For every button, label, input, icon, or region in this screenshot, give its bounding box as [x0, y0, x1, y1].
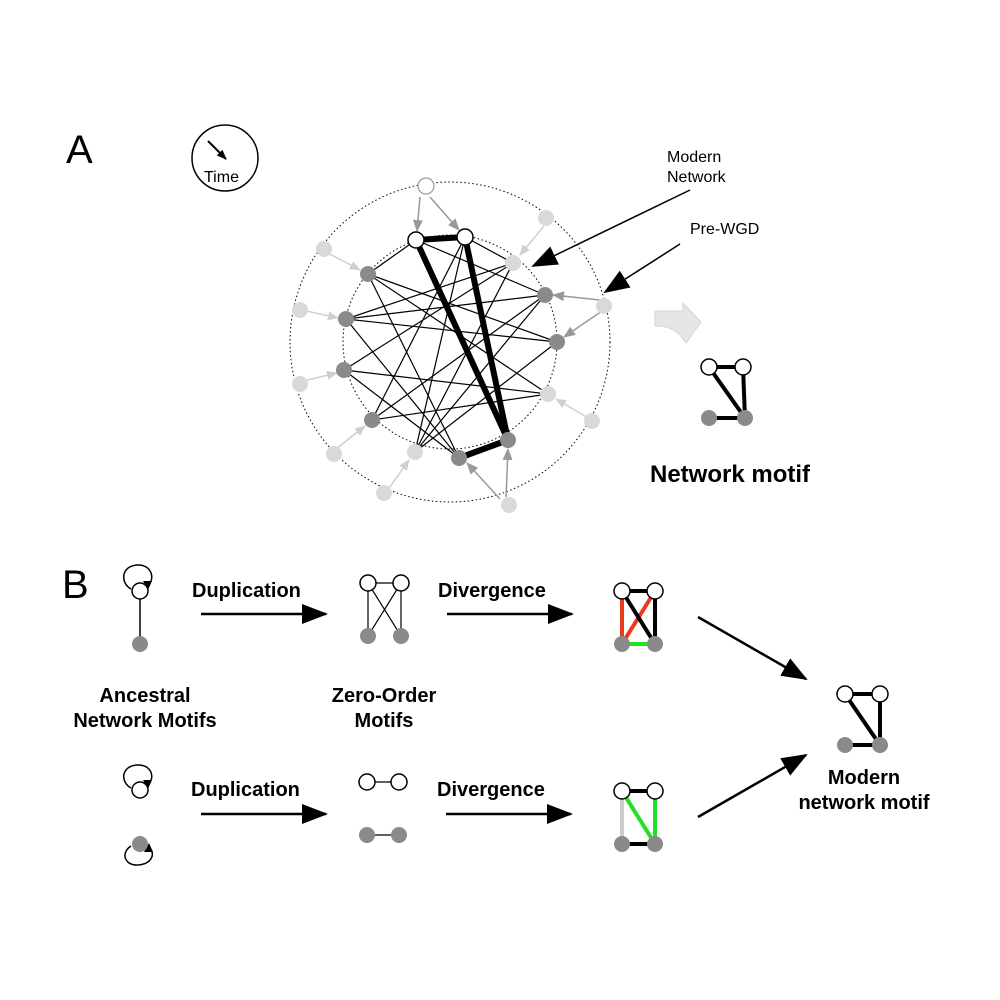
panel-b-label: B — [62, 563, 89, 607]
outer-node — [326, 446, 342, 462]
time-clock-icon: Time — [191, 124, 259, 192]
panel-b: B Duplication Divergence — [62, 563, 930, 866]
inner-node — [540, 386, 556, 402]
converge-arrow-bottom — [697, 753, 808, 819]
time-label: Time — [204, 169, 239, 186]
zero-order-motif-bottom — [358, 773, 408, 843]
motif-white-node — [407, 231, 425, 249]
diverged-motif-top — [613, 582, 664, 652]
zero-order-motif-top — [359, 574, 410, 644]
ancestral-label-line2: Network Motifs — [73, 710, 216, 732]
outer-node — [596, 298, 612, 314]
inner-nodes — [336, 228, 565, 466]
modern-network-label-line2: Network — [667, 169, 727, 186]
ancestral-motif-bottom — [123, 764, 154, 866]
duplication-label-bottom: Duplication — [191, 779, 300, 801]
curved-arrow-icon — [654, 301, 702, 344]
inner-node — [407, 444, 423, 460]
inner-node — [537, 287, 553, 303]
inner-node — [505, 255, 521, 271]
network-motif-graphic — [700, 358, 753, 426]
inner-node — [549, 334, 565, 350]
ancestral-label-line1: Ancestral — [99, 685, 190, 707]
modern-motif-label-line2: network motif — [798, 792, 929, 814]
outer-node — [376, 485, 392, 501]
panel-a: A Time — [66, 124, 811, 513]
divergence-label-bottom: Divergence — [437, 779, 545, 801]
duplication-arrows — [412, 196, 603, 500]
diverged-motif-bottom — [613, 782, 664, 852]
outer-ring — [289, 181, 611, 503]
inner-node — [336, 362, 352, 378]
outer-white-node — [417, 177, 435, 195]
pre-wgd-pointer — [603, 243, 681, 294]
outer-node — [292, 376, 308, 392]
motif-edges — [413, 234, 511, 461]
converge-arrow-top — [697, 615, 808, 681]
outer-node — [316, 241, 332, 257]
duplication-label-top: Duplication — [192, 580, 301, 602]
outer-node — [538, 210, 554, 226]
inner-node — [500, 432, 516, 448]
zero-order-label-line1: Zero-Order — [332, 685, 437, 707]
outer-nodes — [292, 177, 612, 513]
inner-node — [451, 450, 467, 466]
ancestor-arrows — [301, 225, 591, 492]
outer-node — [501, 497, 517, 513]
outer-node — [292, 302, 308, 318]
modern-network-pointer — [531, 189, 691, 267]
panel-a-label: A — [66, 128, 93, 172]
modern-motif-graphic — [836, 685, 889, 753]
outer-node — [584, 413, 600, 429]
ancestral-motif-top — [123, 564, 153, 652]
modern-network-label-line1: Modern — [667, 149, 721, 166]
motif-white-node — [456, 228, 474, 246]
divergence-label-top: Divergence — [438, 580, 546, 602]
inner-node — [364, 412, 380, 428]
modern-motif-label-line1: Modern — [828, 767, 900, 789]
pre-wgd-label: Pre-WGD — [690, 221, 759, 238]
zero-order-label-line2: Motifs — [355, 710, 414, 732]
inner-node — [338, 311, 354, 327]
network-motif-title: Network motif — [650, 461, 811, 488]
inner-node — [360, 266, 376, 282]
